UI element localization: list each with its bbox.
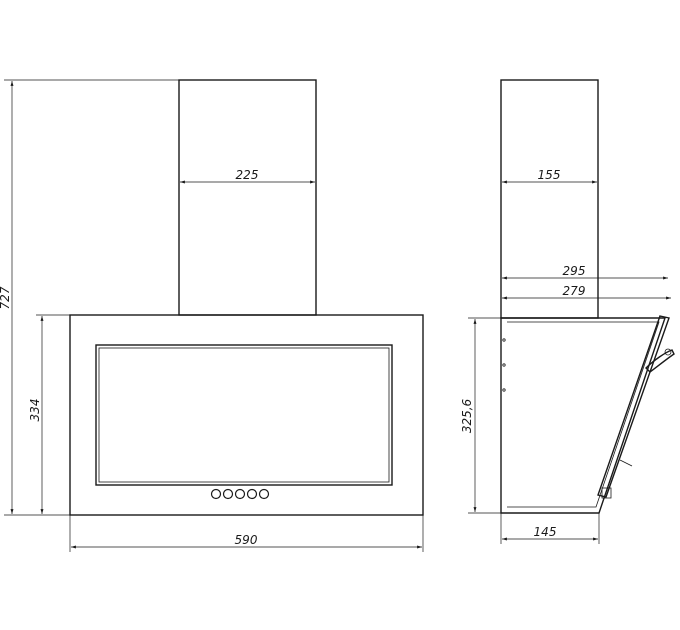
- dimension-top-depth-inner: 279: [502, 284, 671, 300]
- label-334: 334: [28, 399, 42, 422]
- control-button-5[interactable]: [258, 488, 270, 500]
- label-145: 145: [534, 525, 557, 539]
- dimension-body-height: 334: [28, 314, 70, 514]
- side-hinge: [664, 348, 672, 356]
- label-279: 279: [563, 284, 586, 298]
- side-mark-2: [502, 363, 506, 367]
- control-button-3[interactable]: [234, 488, 246, 500]
- side-mark-1: [502, 338, 506, 342]
- side-bracket: [619, 459, 633, 467]
- side-mark-3: [502, 388, 506, 392]
- control-button-2[interactable]: [222, 488, 234, 500]
- side-chimney: [500, 79, 599, 319]
- dimension-chimney-depth: 155: [502, 168, 597, 184]
- side-glass-panel: [597, 315, 670, 498]
- control-panel: [210, 488, 270, 500]
- label-225: 225: [236, 168, 259, 182]
- side-view: 155 295 279 325,6 145: [460, 79, 675, 544]
- label-155: 155: [538, 168, 561, 182]
- control-button-4[interactable]: [246, 488, 258, 500]
- dimension-chimney-width: 225: [180, 168, 315, 184]
- label-590: 590: [235, 533, 258, 547]
- front-view: 225 727 334 590: [0, 79, 424, 552]
- label-727: 727: [0, 286, 12, 309]
- side-hood-body: [500, 317, 666, 514]
- front-chimney: [178, 79, 317, 316]
- front-hood-body: [69, 314, 424, 516]
- control-button-1[interactable]: [210, 488, 222, 500]
- dimension-body-width: 590: [69, 515, 424, 552]
- front-glass-panel: [95, 344, 393, 486]
- side-handle: [645, 349, 675, 373]
- side-hood-inner: [507, 321, 660, 508]
- dimension-bottom-depth: 145: [500, 513, 600, 544]
- dimension-top-depth-outer: 295: [502, 264, 668, 280]
- label-325-6: 325,6: [460, 398, 474, 433]
- dimension-side-body-height: 325,6: [460, 317, 501, 514]
- label-295: 295: [563, 264, 586, 278]
- front-glass-inner: [98, 347, 390, 483]
- side-bottom-block: [601, 487, 612, 499]
- dimension-total-height: 727: [0, 79, 179, 516]
